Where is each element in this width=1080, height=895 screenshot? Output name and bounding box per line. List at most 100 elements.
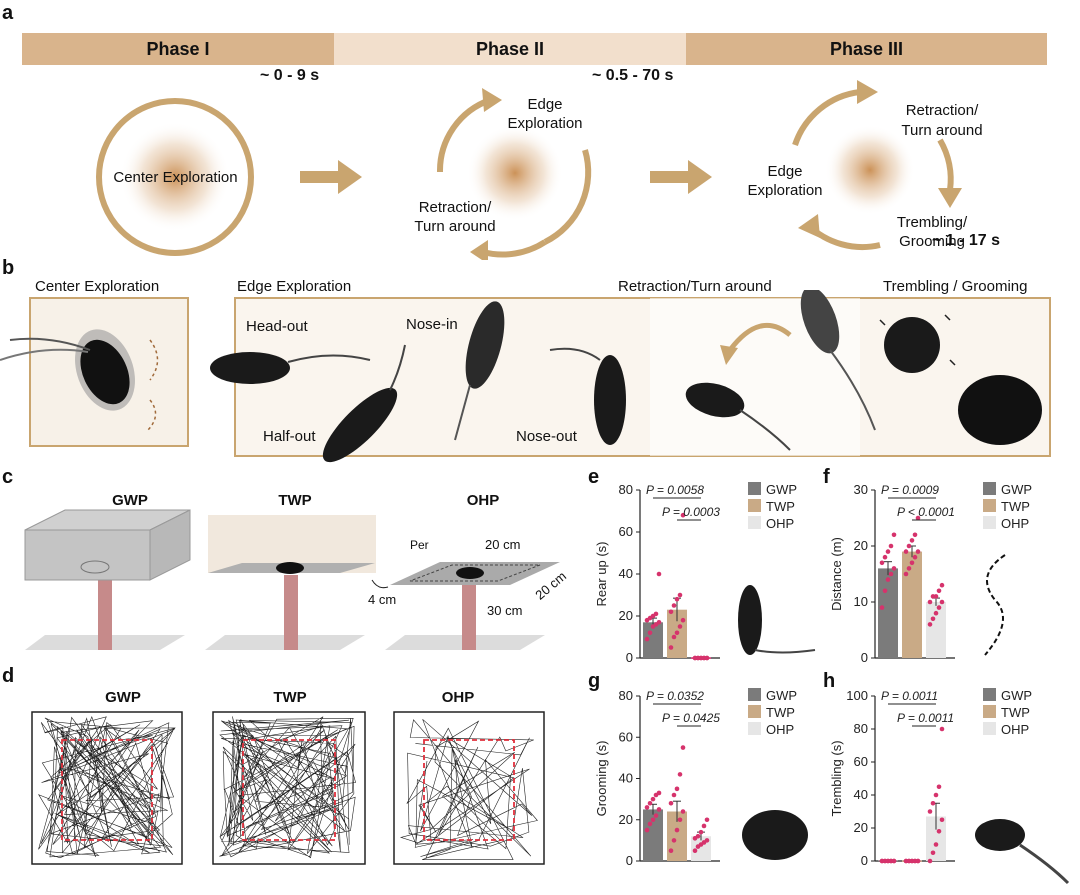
data-point <box>885 549 891 554</box>
phase-3-arrowhead-bottom <box>798 214 820 238</box>
y-tick-label: 80 <box>854 721 868 736</box>
retraction-turn-arrow <box>728 323 792 352</box>
data-point <box>647 800 653 806</box>
legend-label-ohp: OHP <box>766 516 794 531</box>
sig-label-1: P = 0.0352 <box>646 689 704 703</box>
y-tick-label: 20 <box>619 812 633 827</box>
data-point <box>677 592 683 598</box>
legend-swatch-gwp <box>748 688 761 701</box>
gwp-center-zone <box>61 739 153 841</box>
transition-arrow-2 <box>650 160 712 194</box>
data-point <box>656 790 662 796</box>
data-point <box>888 543 894 549</box>
data-point <box>680 745 686 750</box>
data-point <box>650 817 656 823</box>
phase-3-arc-right <box>937 138 954 191</box>
phase-2-retraction-label-2: Turn around <box>414 218 496 235</box>
data-point <box>882 554 888 560</box>
data-point <box>933 594 939 599</box>
data-point <box>930 800 936 806</box>
panel-label-f: f <box>823 466 830 488</box>
data-point <box>674 630 680 636</box>
y-tick-label: 20 <box>854 538 868 553</box>
mouse-retraction-illustration <box>685 382 791 451</box>
y-tick-label: 60 <box>619 729 633 744</box>
data-point <box>644 827 650 833</box>
data-point <box>704 838 710 843</box>
bar-gwp <box>643 809 663 861</box>
y-tick-label: 100 <box>846 688 868 703</box>
phase-diagram <box>96 80 962 260</box>
ohp-center-zone <box>423 739 515 841</box>
data-point <box>906 566 912 571</box>
legend-label-ohp: OHP <box>1001 722 1029 737</box>
phase-3-arrowhead-right <box>938 188 962 208</box>
data-point <box>939 817 945 823</box>
legend-label-gwp: GWP <box>1001 688 1032 703</box>
phase-3-bar: Phase III <box>686 33 1047 65</box>
phase-1-bar: Phase I <box>22 33 334 65</box>
y-tick-label: 0 <box>626 650 633 665</box>
phase-1-arena-ring <box>96 98 254 256</box>
phase-1-duration: ~ 0 - 9 s <box>260 67 320 84</box>
twp-platform <box>205 515 376 650</box>
mouse-head-out-illustration <box>210 352 371 384</box>
label-half-out: Half-out <box>263 428 316 445</box>
data-point <box>668 800 674 806</box>
data-point <box>644 636 650 642</box>
legend-swatch-twp <box>748 499 761 512</box>
data-point <box>680 617 686 623</box>
data-point <box>888 571 894 577</box>
data-point <box>927 858 933 864</box>
legend-label-gwp: GWP <box>1001 482 1032 497</box>
data-point <box>677 624 683 629</box>
y-tick-label: 40 <box>854 787 868 802</box>
data-point <box>674 596 680 602</box>
panel-d-ohp-title: OHP <box>441 689 475 706</box>
gwp-platform <box>24 509 191 650</box>
phase-3-edge-label-2: Exploration <box>747 182 823 199</box>
phase-3-edge-label-1: Edge <box>767 163 803 180</box>
y-tick-label: 60 <box>854 754 868 769</box>
label-dim-4cm: 4 cm <box>368 592 397 607</box>
bar-ohp <box>926 816 946 861</box>
data-point <box>891 858 897 864</box>
y-tick-label: 80 <box>619 688 633 703</box>
label-perimeter: Per <box>410 538 429 552</box>
data-point <box>885 577 891 582</box>
legend-swatch-ohp <box>983 516 996 529</box>
panel-d-traces <box>31 711 545 865</box>
data-point <box>650 796 656 802</box>
trembling-mouse-illustration <box>975 819 1070 885</box>
data-point <box>704 817 710 823</box>
y-tick-label: 20 <box>619 608 633 623</box>
transition-arrow-1 <box>300 160 362 194</box>
panel-c-gwp-title: GWP <box>112 492 148 509</box>
data-point <box>933 792 939 798</box>
data-point <box>653 611 659 617</box>
label-nose-out: Nose-out <box>516 428 577 445</box>
phase-2-bar: Phase II <box>334 33 686 65</box>
label-dim-30cm: 30 cm <box>487 603 523 618</box>
data-point <box>915 549 921 554</box>
data-point <box>677 772 683 777</box>
phase-2-title: Phase II <box>475 38 545 59</box>
bar-gwp <box>643 622 663 658</box>
center-motion-arrows <box>147 339 159 431</box>
panel-d-twp-title: TWP <box>273 689 307 706</box>
data-point <box>653 813 659 818</box>
sig-label-1: P = 0.0011 <box>881 689 938 703</box>
y-tick-label: 80 <box>619 482 633 497</box>
data-point <box>882 588 888 594</box>
phase-2-arc-right <box>543 149 592 245</box>
y-axis-label: Trembling (s) <box>829 740 844 816</box>
data-point <box>927 622 933 627</box>
phase-2-arrowhead-top <box>482 88 502 112</box>
data-point <box>915 858 921 864</box>
panel-label-g: g <box>588 670 601 692</box>
data-point <box>644 805 650 810</box>
phase-3-title: Phase III <box>829 38 904 59</box>
